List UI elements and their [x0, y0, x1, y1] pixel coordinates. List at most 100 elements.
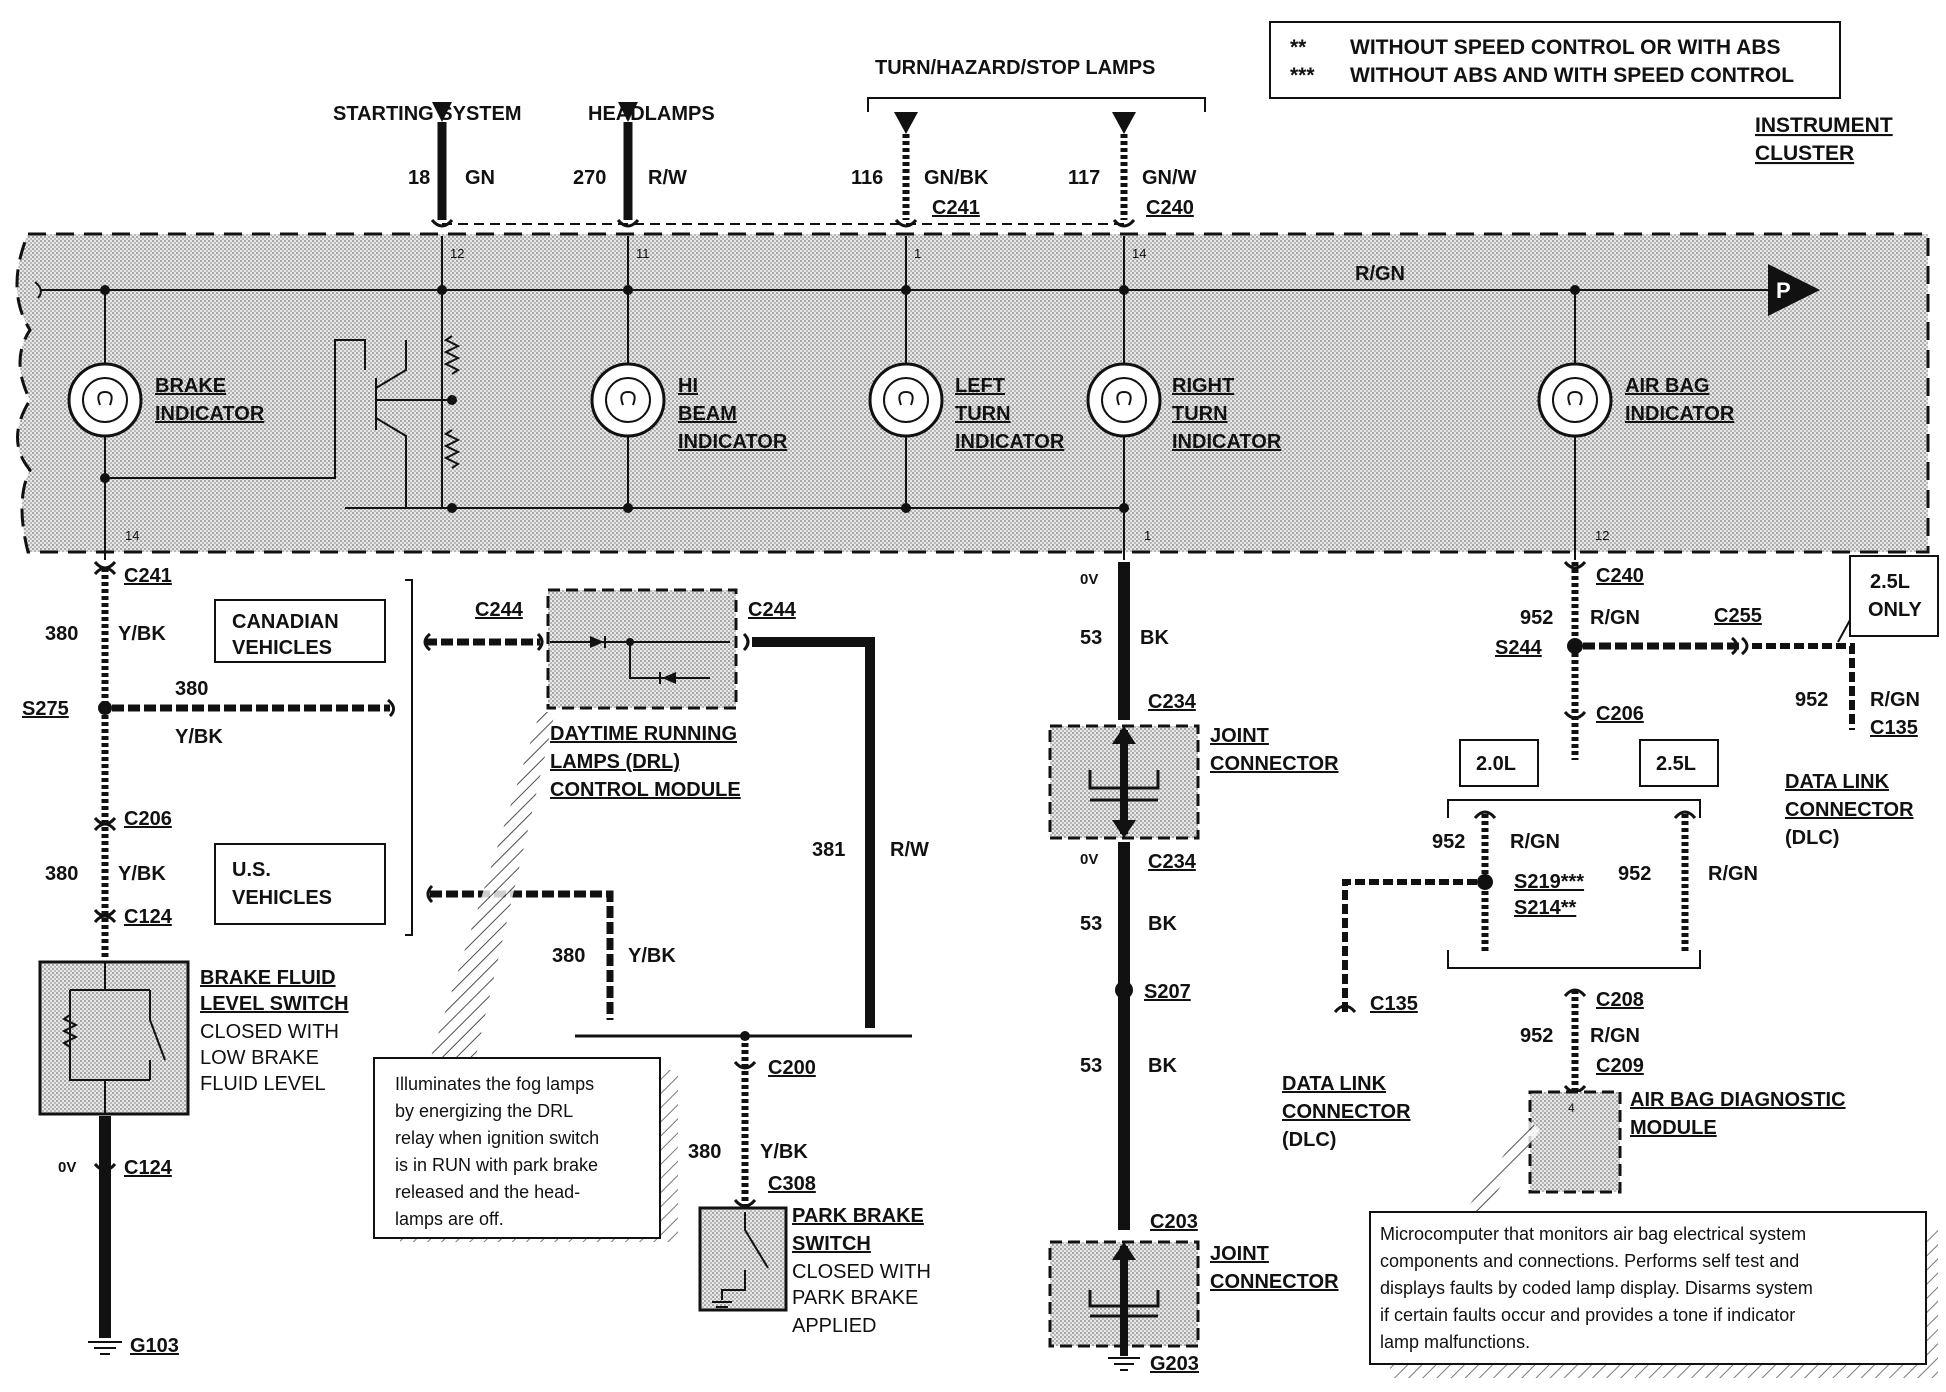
connector-c308: C308: [768, 1173, 816, 1195]
dlc-right-label-2: CONNECTOR: [1785, 799, 1914, 821]
wire-rgn-c: R/GN: [1708, 863, 1758, 885]
wire-53-c: 53: [1080, 1055, 1102, 1077]
wire-952-c: 952: [1618, 863, 1651, 885]
connector-c135-right: C135: [1870, 717, 1918, 739]
wire-bk-a: BK: [1140, 627, 1169, 649]
connector-c209: C209: [1596, 1055, 1644, 1077]
left-turn-label-3: INDICATOR: [955, 431, 1065, 453]
zero-volt-joint: 0V: [1080, 851, 1098, 868]
wire-ybk-us: Y/BK: [628, 945, 676, 967]
hi-beam-indicator-lamp: HI BEAM INDICATOR: [590, 362, 788, 453]
park-brake-label-1: PARK BRAKE: [792, 1205, 924, 1227]
drl-note-line-6: lamps are off.: [395, 1209, 504, 1229]
wire-380-a: 380: [45, 623, 78, 645]
pin-bottom-14: 14: [125, 528, 139, 543]
cluster-title-1: INSTRUMENT: [1755, 114, 1893, 137]
air-bag-note-line-2: components and connections. Performs sel…: [1380, 1251, 1799, 1271]
ground-g103: G103: [130, 1335, 179, 1357]
wire-ybk-park: Y/BK: [760, 1141, 808, 1163]
internal-wiring: [104, 236, 1576, 560]
air-bag-label-1: AIR BAG: [1625, 375, 1709, 397]
wire-18-number: 18: [408, 167, 430, 189]
air-bag-label-2: INDICATOR: [1625, 403, 1735, 425]
joint-connector-1-label-1: JOINT: [1210, 725, 1269, 747]
brake-indicator-label-1: BRAKE: [155, 375, 226, 397]
connector-c244-right: C244: [748, 599, 797, 621]
wire-ybk-a: Y/BK: [118, 623, 166, 645]
hi-beam-label-2: BEAM: [678, 403, 737, 425]
air-bag-note-line-1: Microcomputer that monitors air bag elec…: [1380, 1224, 1806, 1244]
drl-control-module: [546, 588, 738, 710]
brake-fluid-label-3: CLOSED WITH: [200, 1021, 339, 1043]
park-brake-switch: [698, 1206, 788, 1312]
drl-label-1: DAYTIME RUNNING: [550, 723, 737, 745]
hi-beam-label-3: INDICATOR: [678, 431, 788, 453]
engine-2-5-label: 2.5L: [1656, 753, 1696, 775]
connector-c206-left: C206: [124, 808, 172, 830]
pin-bottom-1: 1: [1144, 528, 1151, 543]
zero-volt-left: 0V: [58, 1159, 76, 1176]
brake-indicator-lamp: BRAKE INDICATOR: [67, 362, 265, 438]
drl-note-line-2: by energizing the DRL: [395, 1101, 573, 1121]
wire-rgn-d: R/GN: [1590, 1025, 1640, 1047]
splice-s275: S275: [22, 698, 69, 720]
cluster-title-2: CLUSTER: [1755, 142, 1854, 165]
right-turn-label-2: TURN: [1172, 403, 1228, 425]
pin-1: 1: [914, 246, 921, 261]
wire-bk-c: BK: [1148, 1055, 1177, 1077]
dlc-mid-label-1: DATA LINK: [1282, 1073, 1387, 1095]
only-label-1: 2.5L: [1870, 571, 1910, 593]
dlc-mid-label-3: (DLC): [1282, 1129, 1336, 1151]
connector-c124-bottom: C124: [124, 1157, 173, 1179]
air-bag-diagnostic-module: [1528, 1090, 1622, 1194]
zero-volt-ground: 0V: [1080, 571, 1098, 588]
wire-952-b: 952: [1432, 831, 1465, 853]
splice-s214: S214**: [1514, 897, 1576, 919]
joint-connector-2-label-2: CONNECTOR: [1210, 1271, 1339, 1293]
drl-branch: C244 C244 DAYTIME RUNNING LAMPS (DRL) CO…: [373, 588, 931, 1337]
connector-c234-top: C234: [1148, 691, 1197, 713]
drl-note-box: [373, 1057, 661, 1239]
starting-system-label: STARTING SYSTEM: [333, 103, 522, 125]
us-label-1: U.S.: [232, 859, 271, 881]
dlc-right-label-1: DATA LINK: [1785, 771, 1890, 793]
connector-c241-top: C241: [932, 197, 980, 219]
connector-c240-top: C240: [1146, 197, 1194, 219]
splice-s219: S219***: [1514, 871, 1584, 893]
drl-note-line-5: released and the head-: [395, 1182, 580, 1202]
wire-952-a: 952: [1520, 607, 1553, 629]
left-turn-label-2: TURN: [955, 403, 1011, 425]
wire-952-dlc: 952: [1795, 689, 1828, 711]
brake-fluid-label-2: LEVEL SWITCH: [200, 993, 349, 1015]
connector-c244-left: C244: [475, 599, 524, 621]
connector-c203: C203: [1150, 1211, 1198, 1233]
joint-connector-2-label-1: JOINT: [1210, 1243, 1269, 1265]
pin-14: 14: [1132, 246, 1146, 261]
brake-fluid-label-5: FLUID LEVEL: [200, 1073, 326, 1095]
air-bag-indicator-lamp: AIR BAG INDICATOR: [1537, 362, 1735, 438]
brake-branch: C241 380 Y/BK CANADIAN VEHICLES S275 380…: [22, 560, 413, 1357]
legend-box: ** WITHOUT SPEED CONTROL OR WITH ABS ***…: [1269, 21, 1841, 99]
wire-380-horizontal: 380: [175, 678, 208, 700]
right-turn-label-1: RIGHT: [1172, 375, 1234, 397]
instrument-cluster: INSTRUMENT CLUSTER R/GN P: [15, 114, 1930, 554]
dlc-right-label-3: (DLC): [1785, 827, 1839, 849]
wire-381-color: R/W: [890, 839, 929, 861]
top-inputs: STARTING SYSTEM HEADLAMPS TURN/HAZARD/ST…: [333, 57, 1206, 261]
legend-mark-1: **: [1290, 36, 1307, 59]
drl-label-2: LAMPS (DRL): [550, 751, 680, 773]
legend-mark-2: ***: [1290, 64, 1315, 87]
canadian-label-1: CANADIAN: [232, 611, 339, 633]
connector-c208: C208: [1596, 989, 1644, 1011]
left-turn-label-1: LEFT: [955, 375, 1005, 397]
engine-2-0-label: 2.0L: [1476, 753, 1516, 775]
wire-381-number: 381: [812, 839, 845, 861]
headlamps-label: HEADLAMPS: [588, 103, 715, 125]
brake-fluid-label-4: LOW BRAKE: [200, 1047, 319, 1069]
splice-s207: S207: [1144, 981, 1191, 1003]
bus-wire-label: R/GN: [1355, 263, 1405, 285]
connector-c200: C200: [768, 1057, 816, 1079]
connector-c234-bottom: C234: [1148, 851, 1197, 873]
only-label-2: ONLY: [1868, 599, 1922, 621]
park-brake-label-2: SWITCH: [792, 1233, 871, 1255]
